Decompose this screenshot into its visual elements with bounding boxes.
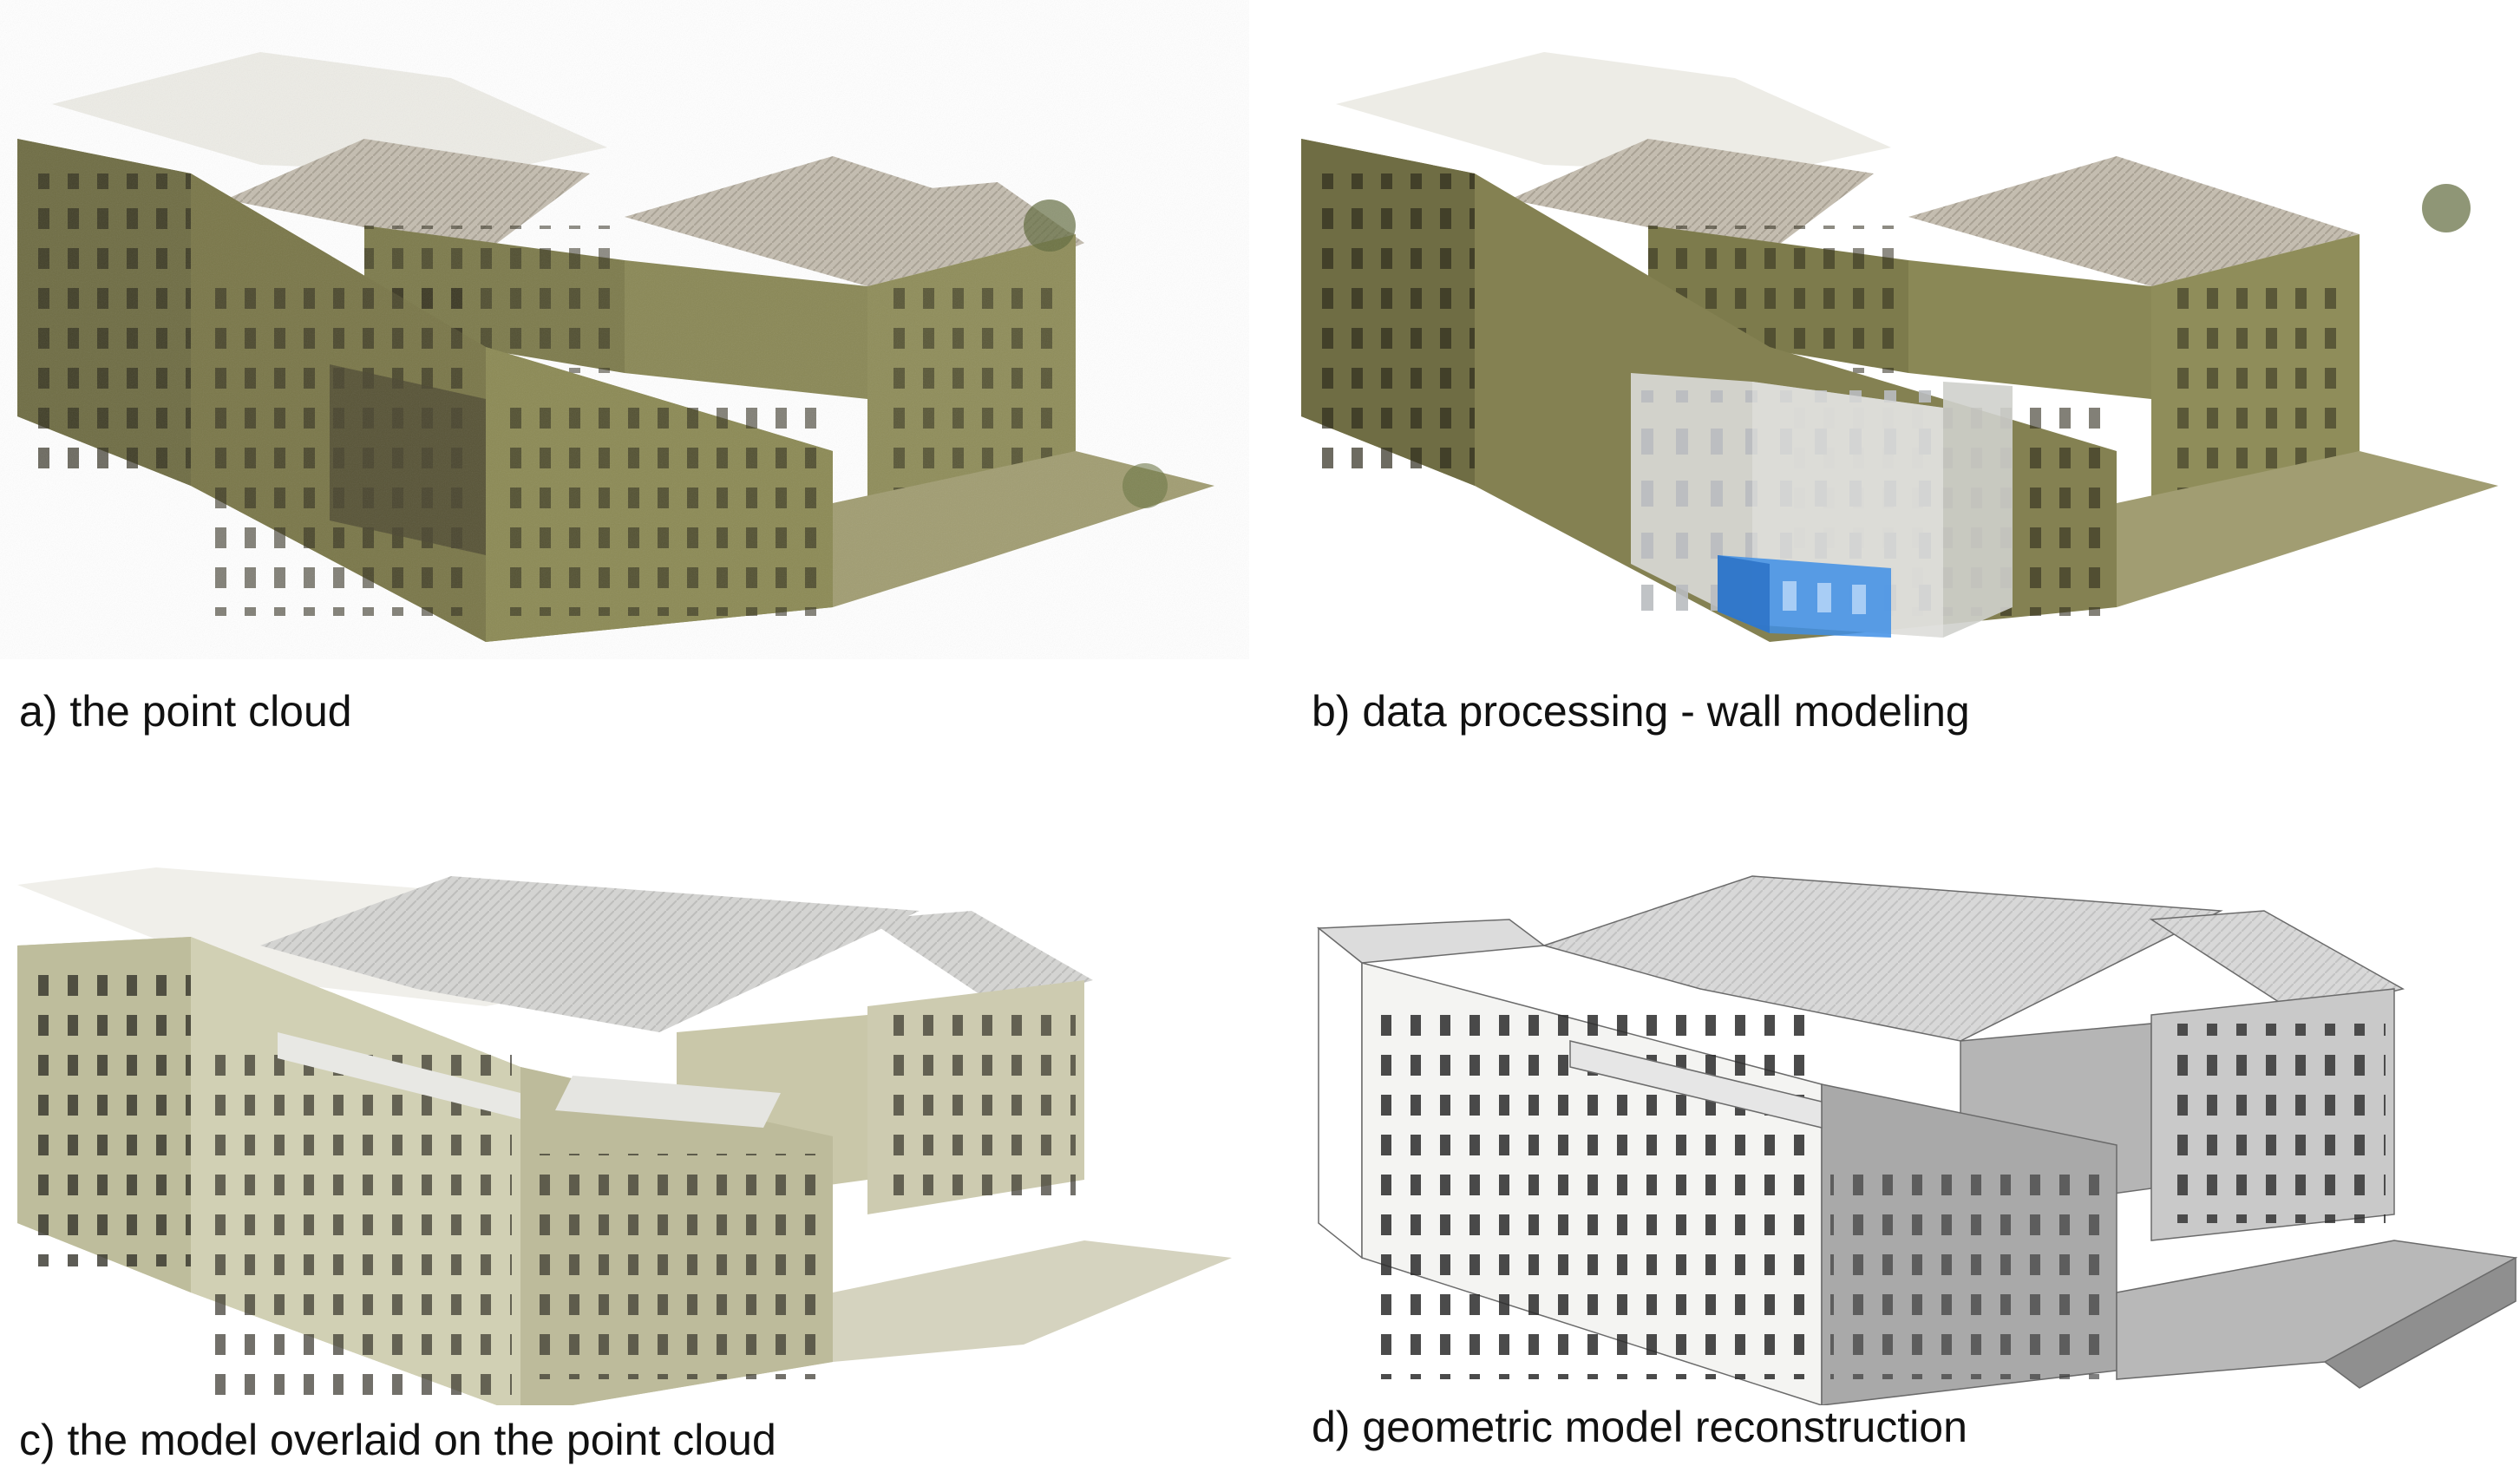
caption-b: b) data processing - wall modeling: [1312, 687, 1970, 736]
panel-model-overlay: [0, 807, 1249, 1405]
highlighted-wall: [1718, 555, 1891, 638]
geometric-building-model: [1316, 875, 2518, 1405]
caption-c: c) the model overlaid on the point cloud: [19, 1416, 776, 1464]
panel-wall-modeling: [1284, 0, 2520, 659]
panel-point-cloud: [0, 0, 1249, 659]
caption-d: d) geometric model reconstruction: [1312, 1403, 1967, 1451]
point-cloud-image: [0, 0, 1249, 659]
overlaid-building: [17, 867, 1232, 1405]
wall-modeling-image: [1301, 52, 2498, 642]
model-overlay-image: [17, 867, 1232, 1405]
building-point-cloud: [0, 0, 1249, 659]
caption-a: a) the point cloud: [19, 687, 352, 736]
panel-geometric-model: [1284, 807, 2520, 1405]
geometric-model-image: [1316, 875, 2518, 1405]
